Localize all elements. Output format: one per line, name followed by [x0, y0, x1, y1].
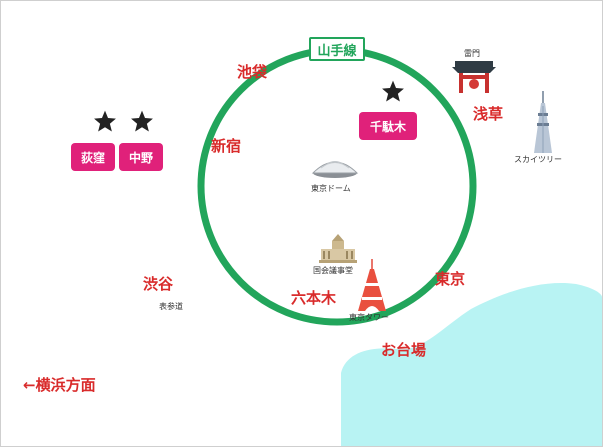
- diet-building-icon: [319, 234, 357, 263]
- landmark-label-tokyo-tower: 東京タワー: [349, 313, 389, 322]
- highlight-badge-sendagi: 千駄木: [359, 112, 417, 140]
- landmark-label-skytree: スカイツリー: [514, 155, 562, 164]
- star-icon: [94, 110, 116, 132]
- area-label-odaiba: お台場: [381, 341, 427, 359]
- tokyo-dome-icon: [311, 161, 359, 178]
- star-icon: [382, 80, 404, 102]
- tokyo-tower-icon: [358, 259, 386, 311]
- area-label-tokyo: 東京: [435, 270, 466, 288]
- skytree-icon: [534, 91, 552, 153]
- landmark-label-kaminarimon: 雷門: [464, 49, 480, 58]
- area-label-asakusa: 浅草: [473, 105, 504, 123]
- star-icon: [131, 110, 153, 132]
- landmark-label-omotesando: 表参道: [159, 302, 183, 311]
- yamanote-line-label: 山手線: [309, 37, 365, 61]
- highlight-badge-ogikubo: 荻窪: [71, 143, 115, 171]
- kaminarimon-icon: [452, 61, 496, 93]
- landmark-label-diet: 国会議事堂: [313, 266, 353, 275]
- area-label-shibuya: 渋谷: [143, 275, 174, 293]
- area-label-roppongi: 六本木: [291, 289, 337, 307]
- area-label-shinjuku: 新宿: [211, 137, 242, 155]
- area-label-yokohama: ←横浜方面: [23, 376, 96, 394]
- area-label-ikebukuro: 池袋: [237, 63, 268, 81]
- tokyo-bay-sea: [341, 282, 602, 446]
- highlight-badge-nakano: 中野: [119, 143, 163, 171]
- landmark-label-tokyo-dome: 東京ドーム: [311, 184, 351, 193]
